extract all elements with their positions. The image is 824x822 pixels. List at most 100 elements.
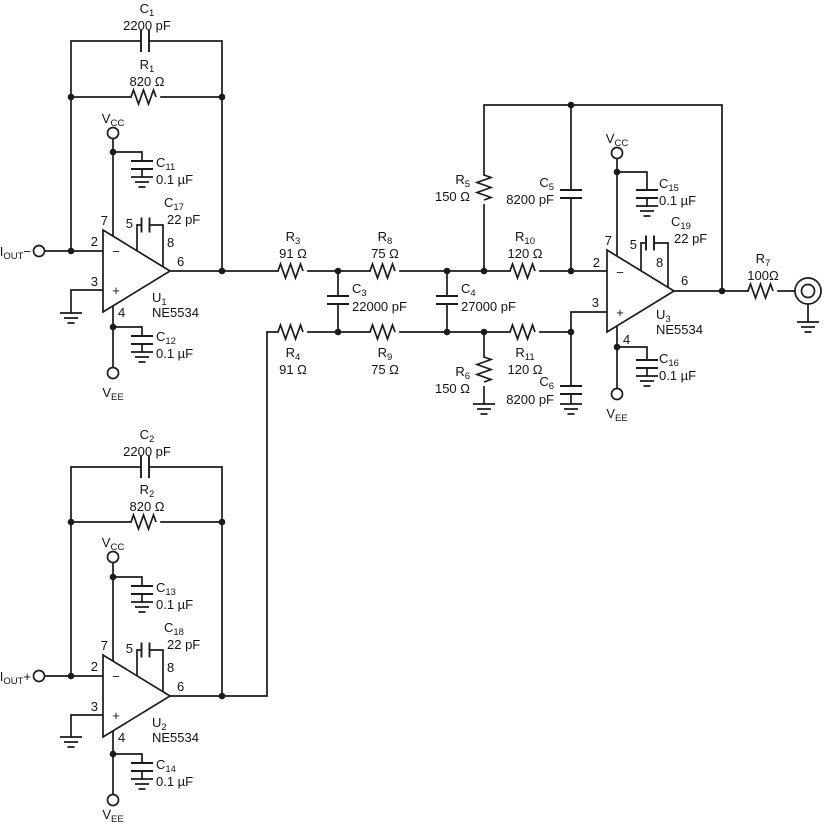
- capacitor-c19: C19 22 pF: [645, 214, 707, 252]
- vcc-label: VCC: [606, 131, 629, 149]
- r6-value: 150 Ω: [435, 381, 470, 396]
- junction-dot: [67, 93, 75, 101]
- terminal-circle: [106, 126, 120, 140]
- u2-pin4-label: 4: [118, 730, 125, 745]
- resistor-r5: R5 150 Ω: [435, 172, 492, 204]
- u1-pin8-label: 8: [167, 235, 174, 250]
- jack-inner-pin: [800, 283, 816, 299]
- capacitor-c12: C12 0.1 µF: [130, 329, 193, 361]
- vee-label: VEE: [102, 385, 123, 403]
- u2-pin3-label: 3: [91, 699, 98, 714]
- resistor-r3: R3 91 Ω: [277, 229, 307, 279]
- junction-dot: [109, 323, 117, 331]
- capacitor-c1: C1 2200 pF: [123, 1, 171, 53]
- c1-ref: C1: [140, 1, 155, 19]
- r8-value: 75 Ω: [371, 246, 399, 261]
- c12-value: 0.1 µF: [156, 346, 193, 361]
- u3-pin7-label: 7: [605, 233, 612, 248]
- junction-dot: [218, 93, 226, 101]
- u2-pin8-label: 8: [167, 660, 174, 675]
- u3-ref: U3: [656, 307, 671, 325]
- c6-ref: C6: [539, 374, 554, 392]
- u1-pin6-label: 6: [177, 254, 184, 269]
- input-port-iout-neg: IOUT−: [0, 244, 46, 262]
- vee-terminal-u1: VEE: [102, 366, 124, 403]
- r9-ref: R9: [378, 345, 393, 363]
- capacitor-c2: C2 2200 pF: [123, 427, 171, 479]
- vcc-label: VCC: [102, 111, 125, 129]
- c14-value: 0.1 µF: [156, 774, 193, 789]
- u3-pin2-label: 2: [593, 255, 600, 270]
- opamp-u1: 2 3 7 4 5 8 6 − + U1 NE5534: [91, 213, 199, 320]
- resistor-r8: R8 75 Ω: [369, 229, 399, 279]
- capacitor-c14: C14 0.1 µF: [130, 757, 193, 789]
- c12-ref: C12: [156, 329, 176, 347]
- u1-pin5-label: 5: [126, 216, 133, 231]
- junction-dot: [218, 518, 226, 526]
- opamp-u1-triangle: [102, 228, 172, 314]
- u2-pin2-label: 2: [91, 659, 98, 674]
- c2-value: 2200 pF: [123, 444, 171, 459]
- capacitor-c6: C6 8200 pF: [506, 374, 583, 407]
- u2-part-number: NE5534: [152, 730, 199, 745]
- resistor-r10: R10 120 Ω: [507, 229, 543, 279]
- r5-ref: R5: [455, 172, 470, 190]
- resistor-r6: R6 150 Ω: [435, 356, 492, 396]
- junction-dot: [67, 672, 75, 680]
- resistor-r9: R9 75 Ω: [369, 324, 399, 377]
- u2-ref: U2: [152, 715, 167, 733]
- junction-dot: [109, 148, 117, 156]
- u2-pin6-label: 6: [177, 679, 184, 694]
- opamp-u3: 2 3 7 4 5 8 6 − + U3 NE5534: [592, 233, 703, 347]
- junction-dot: [109, 750, 117, 758]
- junction-dot: [443, 328, 451, 336]
- u1-pin3-label: 3: [91, 274, 98, 289]
- r4-value: 91 Ω: [279, 362, 307, 377]
- c11-value: 0.1 µF: [156, 172, 193, 187]
- resistor-r11: R11 120 Ω: [507, 324, 543, 377]
- u1-pin2-label: 2: [91, 234, 98, 249]
- r1-ref: R1: [140, 57, 155, 75]
- opamp-u3-triangle: [606, 248, 676, 334]
- capacitor-c15: C15 0.1 µF: [635, 176, 696, 208]
- junction-dot: [480, 267, 488, 275]
- junction-dot: [67, 247, 75, 255]
- u1-pin4-label: 4: [118, 305, 125, 320]
- c17-ref: C17: [164, 195, 184, 213]
- vee-terminal-u2: VEE: [102, 793, 124, 822]
- junction-dot: [567, 101, 575, 109]
- u1-part-number: NE5534: [152, 305, 199, 320]
- r2-value: 820 Ω: [129, 499, 164, 514]
- u3-part-number: NE5534: [656, 322, 703, 337]
- u1-inverting-sign: −: [112, 244, 120, 259]
- c5-value: 8200 pF: [506, 192, 554, 207]
- r3-ref: R3: [286, 229, 301, 247]
- r7-ref: R7: [756, 251, 771, 269]
- u2-noninverting-sign: +: [112, 708, 120, 723]
- r7-value: 100Ω: [747, 268, 779, 283]
- terminal-circle: [610, 146, 624, 160]
- junction-dot: [567, 267, 575, 275]
- u1-pin7-label: 7: [101, 213, 108, 228]
- junction-dot: [443, 267, 451, 275]
- c18-value: 22 pF: [167, 637, 200, 652]
- junction-dot: [109, 573, 117, 581]
- resistor-r4: R4 91 Ω: [277, 324, 307, 377]
- vcc-terminal-u2: VCC: [102, 535, 124, 564]
- iout-pos-label: IOUT+: [0, 669, 31, 687]
- r1-value: 820 Ω: [129, 74, 164, 89]
- terminal-circle: [32, 669, 46, 683]
- r10-value: 120 Ω: [507, 246, 542, 261]
- c19-ref: C19: [671, 214, 691, 232]
- r9-value: 75 Ω: [371, 362, 399, 377]
- c16-value: 0.1 µF: [659, 368, 696, 383]
- vcc-terminal-u3: VCC: [606, 131, 629, 160]
- terminal-circle: [106, 550, 120, 564]
- opamp-u2-triangle: [102, 653, 172, 739]
- capacitor-c5: C5 8200 pF: [506, 175, 583, 207]
- junction-dot: [718, 287, 726, 295]
- resistor-r2: R2 820 Ω: [129, 482, 165, 530]
- capacitor-c4: C4 27000 pF: [435, 281, 516, 314]
